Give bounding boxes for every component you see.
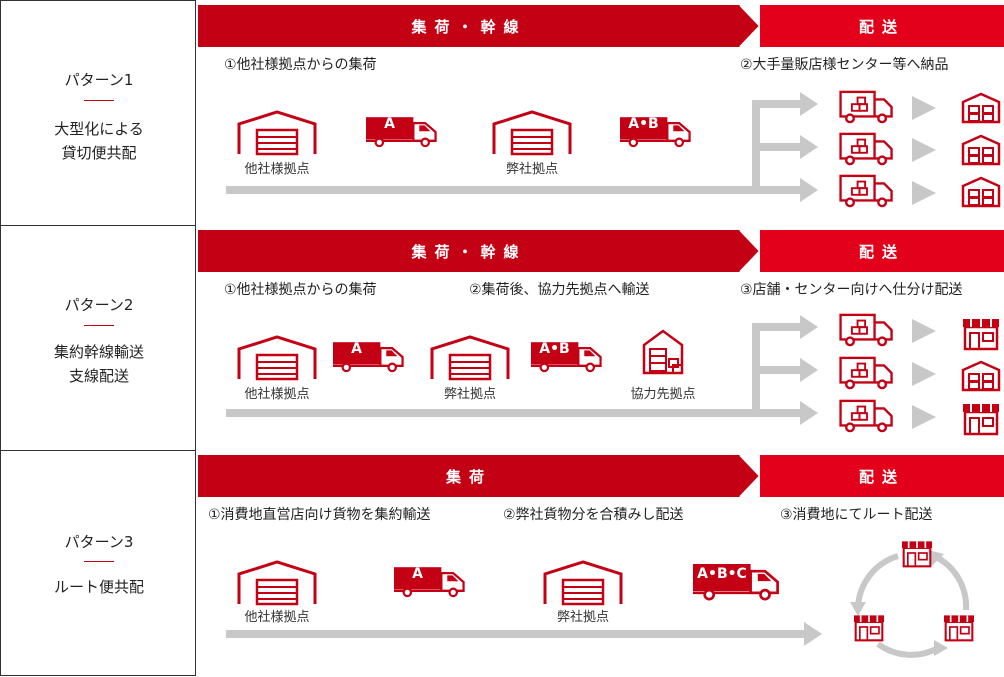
- store-warehouse-icon: [961, 360, 1001, 392]
- flow-arrow: [226, 92, 936, 205]
- node-label: 弊社拠点: [556, 610, 609, 625]
- truck-cargo-label: A: [351, 341, 362, 357]
- pattern-3-label-box: パターン3 ルート便共配: [0, 450, 196, 676]
- pattern-2-label-box: パターン2 集約幹線輸送 支線配送: [0, 225, 196, 451]
- node-label: 弊社拠点: [443, 387, 496, 402]
- truck-cargo-label: A: [384, 116, 395, 132]
- partner-depot-icon: [640, 329, 686, 375]
- step-1: ①他社様拠点からの集荷: [224, 282, 377, 298]
- warehouse-icon: [237, 110, 317, 156]
- pattern-desc-line-1: 大型化による: [54, 120, 144, 138]
- pattern-1-label-box: パターン1 大型化による 貸切便共配: [0, 0, 196, 226]
- pattern-desc-line-2: 支線配送: [68, 367, 129, 385]
- pattern-2-row: パターン2 集約幹線輸送 支線配送 集荷・幹線 配送 ①他社様拠点からの集荷 ②…: [0, 225, 1004, 451]
- step-2: ②弊社貨物分を合積みし配送: [503, 507, 684, 523]
- warehouse-icon: [237, 335, 317, 381]
- divider: [84, 325, 114, 326]
- step-2: ②大手量販店様センター等へ納品: [740, 57, 949, 73]
- step-2: ②集荷後、協力先拠点へ輸送: [469, 282, 650, 298]
- delivery-truck-icon: [838, 132, 896, 166]
- flow-arrow: [226, 315, 936, 429]
- warehouse-icon: [237, 560, 317, 606]
- truck-cargo-label: A•B: [628, 116, 659, 132]
- band-delivery: 配送: [760, 230, 1004, 272]
- truck-cargo-label: A•B: [539, 341, 570, 357]
- flow-arrow: [226, 550, 970, 658]
- pattern-desc-line-1: 集約幹線輸送: [53, 343, 144, 361]
- band-collection: 集荷・幹線: [198, 5, 740, 47]
- node-label: 弊社拠点: [505, 162, 558, 177]
- shop-icon: [961, 400, 1001, 436]
- node-label: 協力先拠点: [630, 387, 696, 402]
- delivery-truck-icon: [838, 313, 896, 347]
- store-warehouse-icon: [961, 134, 1001, 166]
- band-delivery: 配送: [760, 5, 1004, 47]
- delivery-truck-icon: [838, 90, 896, 124]
- pattern-3-row: パターン3 ルート便共配 集荷 配送 ①消費地直営店向け貨物を集約輸送 ②弊社貨…: [0, 450, 1004, 676]
- warehouse-icon: [430, 335, 510, 381]
- divider: [84, 561, 114, 562]
- band-collection: 集荷・幹線: [198, 230, 740, 272]
- shop-icon: [900, 538, 934, 568]
- store-warehouse-icon: [961, 176, 1001, 208]
- band-collection: 集荷: [198, 455, 740, 497]
- shop-icon: [961, 315, 1001, 351]
- node-label: 他社様拠点: [244, 387, 310, 402]
- store-warehouse-icon: [961, 92, 1001, 124]
- warehouse-icon: [543, 560, 623, 606]
- step-3: ③店舗・センター向けへ仕分け配送: [740, 282, 963, 298]
- truck-cargo-label: A: [412, 566, 423, 582]
- shop-icon: [942, 612, 976, 642]
- shop-icon: [852, 612, 886, 642]
- step-1: ①消費地直営店向け貨物を集約輸送: [208, 507, 431, 523]
- delivery-truck-icon: [838, 174, 896, 208]
- pattern-title: パターン2: [64, 296, 134, 314]
- pattern-title: パターン3: [64, 533, 134, 551]
- delivery-truck-icon: [838, 399, 896, 433]
- node-label: 他社様拠点: [244, 162, 310, 177]
- pattern-1-row: パターン1 大型化による 貸切便共配 集荷・幹線 配送 ①他社様拠点からの集荷 …: [0, 0, 1004, 226]
- truck-cargo-label: A•B•C: [697, 566, 747, 582]
- band-delivery: 配送: [760, 455, 1004, 497]
- pattern-title: パターン1: [64, 71, 134, 89]
- node-label: 他社様拠点: [244, 610, 310, 625]
- warehouse-icon: [492, 110, 572, 156]
- divider: [84, 100, 114, 101]
- pattern-desc-line-1: ルート便共配: [53, 578, 144, 596]
- step-1: ①他社様拠点からの集荷: [224, 57, 377, 73]
- pattern-desc-line-2: 貸切便共配: [61, 144, 137, 162]
- delivery-truck-icon: [838, 356, 896, 390]
- step-3: ③消費地にてルート配送: [780, 507, 933, 523]
